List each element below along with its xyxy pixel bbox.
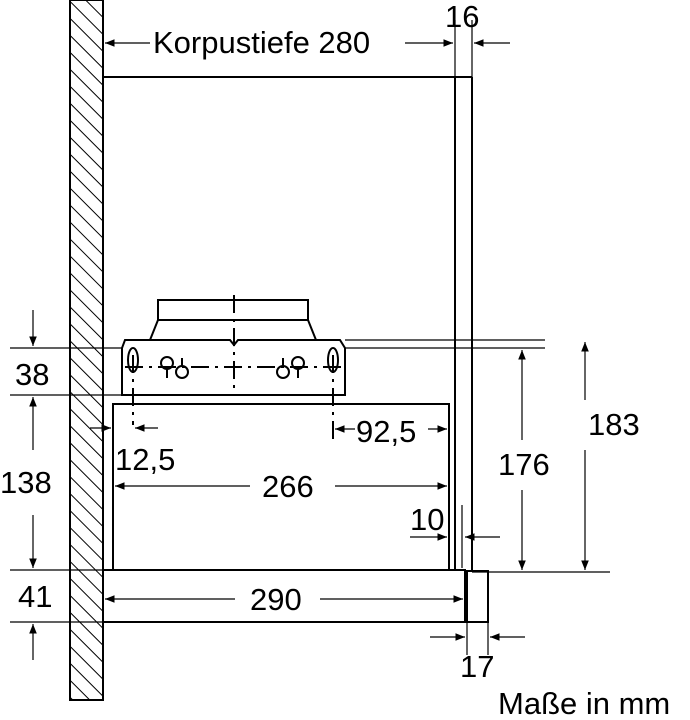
label-10: 10 (410, 502, 444, 537)
label-38: 38 (15, 357, 49, 392)
label-16: 16 (445, 0, 479, 34)
label-12-5: 12,5 (115, 442, 175, 477)
handle (466, 570, 489, 623)
hood-unit (102, 295, 545, 623)
label-korpustiefe: Korpustiefe 280 (153, 25, 370, 60)
keyhole-icon (127, 347, 139, 373)
cabinet (103, 76, 473, 570)
label-17: 17 (460, 649, 494, 684)
caption-units: Maße in mm (498, 686, 670, 720)
label-266: 266 (262, 469, 314, 504)
label-183: 183 (588, 407, 640, 442)
keyhole-icon (327, 347, 339, 373)
label-290: 290 (250, 582, 302, 617)
extension-lines (10, 20, 610, 655)
label-41: 41 (18, 579, 52, 614)
label-138: 138 (0, 465, 52, 500)
wall-hatched (69, 0, 104, 701)
dimension-arrows (29, 39, 589, 660)
label-92-5: 92,5 (356, 414, 416, 449)
label-176: 176 (498, 447, 550, 482)
